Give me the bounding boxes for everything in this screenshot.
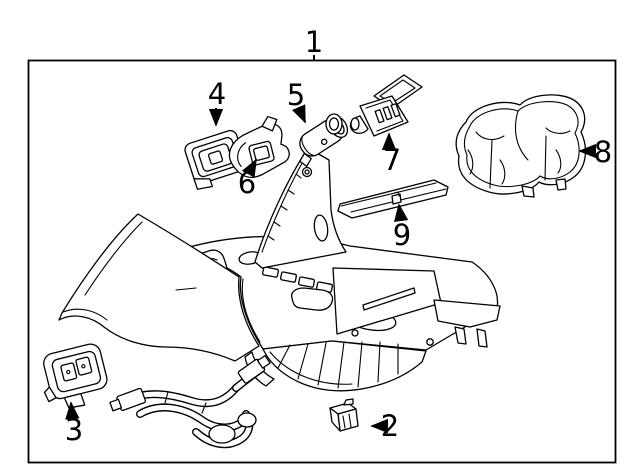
part2-clip-drawing (329, 398, 359, 432)
right-rail (433, 299, 501, 328)
callout-9-arrow (394, 203, 409, 223)
grommet-ring-drawing (325, 113, 343, 135)
part7-usb-port-drawing (349, 74, 423, 137)
callout-4: 4 (208, 77, 226, 127)
callout-8-label: 8 (594, 135, 612, 169)
rear-tower (254, 147, 347, 269)
callout-2-label: 2 (381, 409, 399, 443)
part8-cupholder-drawing (455, 94, 587, 198)
wiring-harness-drawing (109, 354, 271, 449)
callout-3-arrow (65, 401, 80, 420)
callout-9-label: 9 (393, 218, 411, 252)
callout-7-label: 7 (383, 143, 401, 177)
callout-8: 8 (578, 135, 612, 169)
callout-5-label: 5 (287, 78, 305, 112)
lower-valence (262, 340, 427, 392)
part9-trim-strip-drawing (337, 179, 449, 219)
part3-switch-drawing (43, 343, 108, 409)
callout-6-arrow (241, 158, 257, 178)
callout-6: 6 (238, 158, 257, 200)
part4-switch-drawing (184, 129, 247, 190)
callout-3: 3 (65, 401, 83, 447)
callout-1-label: 1 (305, 25, 323, 59)
harness-connector-right (237, 354, 271, 384)
front-panel (58, 213, 261, 362)
callout-5-arrow (292, 104, 306, 124)
console-assembly-drawing (58, 147, 501, 392)
callout-1: 1 (305, 25, 323, 61)
callout-5: 5 (287, 78, 306, 124)
callout-2: 2 (370, 409, 399, 443)
callout-9: 9 (393, 203, 411, 252)
harness-connector-left (109, 387, 147, 412)
callout-6-label: 6 (238, 166, 256, 200)
callout-3-label: 3 (65, 413, 83, 447)
callout-7: 7 (381, 132, 401, 177)
callout-4-label: 4 (208, 77, 226, 111)
